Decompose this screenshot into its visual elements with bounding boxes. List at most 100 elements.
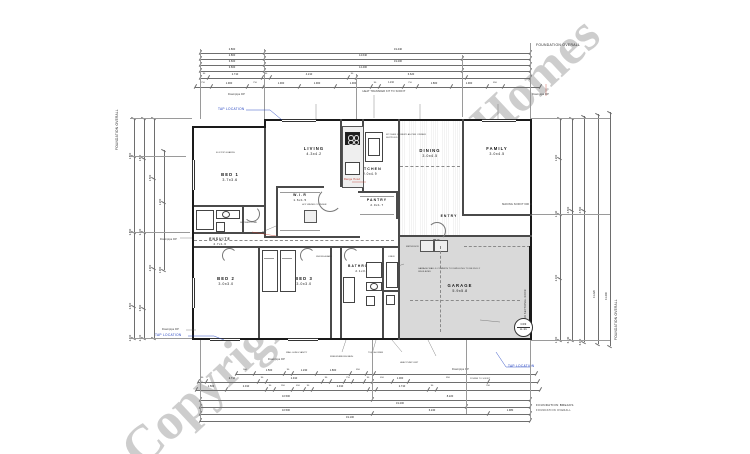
detail-tag-top: C03	[520, 322, 527, 327]
dim-chain-right-4: 11.220	[593, 112, 601, 347]
kitchen-sink	[345, 162, 360, 175]
room-garage-dims: 5.9x5.8	[452, 288, 468, 293]
wall-corridor-bottom	[194, 246, 398, 248]
room-entry: ENTRY	[434, 214, 464, 218]
robe-rail-1	[264, 258, 274, 259]
washing-machine	[434, 240, 448, 252]
wall-garage-left	[398, 235, 400, 340]
note-smoke-alarm: SMOKE ALARM	[316, 256, 332, 258]
ceiling-line-corridor	[194, 240, 394, 241]
ceiling-line-family	[464, 246, 530, 247]
room-bed3: BED 3 3.0x3.0	[278, 276, 330, 286]
pantry-shelf-2	[360, 214, 394, 215]
dim-chain-top-5: 90 2.710 90 4.210 90 6.620	[198, 73, 533, 81]
label-foundation-overall-top: FOUNDATION OVERALL	[536, 43, 581, 47]
room-family: FAMILY 3.0x4.5	[468, 146, 526, 156]
room-wir-name: W.I.R	[293, 193, 307, 197]
room-bed1-dims: 3.7x3.6	[222, 177, 238, 182]
dim-chain-bottom-4: 10.500 8.220	[198, 395, 533, 403]
wir-hotwater-cylinder	[304, 210, 317, 223]
door-swing-entry	[428, 222, 446, 240]
window-family	[482, 119, 516, 122]
tap-location-label-bottom-right[interactable]: TAP LOCATION	[508, 364, 535, 368]
floor-garage	[398, 235, 532, 340]
note-hot-water: HOT WATER CYLINDER	[302, 204, 327, 206]
room-bed3-name: BED 3	[295, 276, 313, 281]
door-swing-bathroom	[344, 248, 359, 263]
dim-chain-bottom-7: 19.100	[198, 416, 533, 424]
garage-sectional-door	[529, 246, 532, 332]
detail-reference-tag[interactable]: C03 A-11	[514, 318, 533, 337]
robe-rail-2	[282, 258, 292, 259]
wall-ensuite-bottom	[194, 232, 264, 234]
wall-family-left	[462, 119, 464, 215]
wall-family-bottom	[462, 214, 532, 216]
wall-bed2-right	[258, 246, 260, 338]
wall-bed1-bottom	[194, 205, 264, 207]
note-garage-insulation: GARAGE WALLS COMMON TO DWELLING TO BE FU…	[418, 268, 481, 273]
tap-location-label-bottom-left[interactable]: TAP LOCATION	[155, 333, 182, 337]
ensuite-basin-icon	[222, 211, 230, 218]
note-shower-dome: SHOWER DOME	[240, 222, 258, 224]
note-kitchen-joinery: KITCHEN JOINERY AS PER OWNER SUPPLIED	[386, 134, 426, 139]
dim-chain-top-6: 710 1.900 710 1.900 1.900 1.900 90 1.210…	[193, 82, 543, 90]
wall-kitchen-left	[340, 119, 342, 187]
dim-chain-right-3: 4.590 6.330	[579, 114, 587, 345]
room-bathroom-name: BATHROOM	[348, 264, 376, 268]
detail-tag-bottom: A-11	[520, 327, 527, 332]
wall-bathroom-left	[340, 246, 342, 338]
note-making-soffit: MAKING SOFFIT 600 H	[502, 203, 532, 206]
wall-wir-top	[276, 186, 324, 188]
wall-ensuite-right	[242, 206, 244, 232]
note-downpipe-3: Downpipe DP	[160, 238, 177, 241]
dim-chain-left-2: 1.830 3.600 3.690 2.400	[139, 116, 147, 341]
room-bed3-dims: 3.0x3.0	[296, 281, 312, 286]
wall-wir-left	[276, 186, 278, 236]
wall-exterior-bottom	[192, 338, 532, 341]
door-swing-bed1	[244, 206, 260, 222]
note-heat-transfer: HEAT TRANSFER KIT TO SOFFIT	[362, 90, 406, 93]
wc-pan	[386, 295, 395, 305]
dim-chain-bottom-2: 90 2.710 90 2.910 90 710 90 610 1.000 81…	[196, 377, 541, 385]
note-stop-guards: 60 STOP GUARDS	[216, 152, 235, 154]
wall-exterior-left	[192, 126, 195, 340]
wall-bathroom-right	[382, 246, 384, 338]
kitchen-island-inner	[368, 138, 380, 156]
pantry-shelf-1	[360, 196, 394, 197]
note-downpipe-2: Downpipe DP	[532, 93, 549, 96]
room-entry-name: ENTRY	[440, 214, 458, 218]
dim-chain-left-3: 1.500 2.900	[149, 116, 157, 341]
dim-chain-bottom-5: 19.200	[198, 402, 533, 410]
ensuite-shower	[196, 210, 214, 230]
room-bed1-name: BED 1	[221, 172, 239, 177]
room-bed2: BED 2 3.0x3.0	[200, 276, 252, 286]
room-kitchen-dims: 2.0x4.9	[363, 171, 377, 176]
wall-dining-left	[398, 119, 400, 237]
wall-wc-divider	[382, 290, 398, 292]
garage-sweep-2	[410, 300, 520, 301]
room-living-name: LIVING	[303, 146, 325, 151]
room-bathroom: BATHROOM 2.1x3.0	[340, 264, 384, 273]
tap-location-label-top[interactable]: TAP LOCATION	[218, 107, 245, 111]
window-bed3-bottom	[288, 338, 318, 341]
bathroom-shower	[366, 262, 382, 278]
note-freestanding-bath: FREESTANDING BATH	[330, 356, 354, 358]
room-living: LIVING 4.3x4.2	[286, 146, 342, 156]
room-ensuite: ENSUITE 2.7x1.6	[198, 237, 242, 246]
garage-sweep-1	[440, 246, 441, 332]
dim-chain-bottom-3: 1.500 2.010 90 910 610 90 2.910 2.710 90…	[194, 385, 543, 393]
note-power-to-soffit: POWER TO SOFFIT	[470, 378, 491, 380]
dim-chain-bottom-6: 10.500 6.240 1.980	[198, 409, 533, 417]
note-tile-shower: TILE SHOWER	[368, 352, 384, 354]
door-swing-living	[318, 188, 342, 212]
room-wir-dims: 1.6x1.5	[293, 197, 307, 202]
hatch-entry-paving	[398, 119, 462, 235]
room-kitchen-name: KITCHEN	[358, 167, 382, 171]
wall-step-top-left	[264, 119, 267, 128]
note-downpipe-1: Downpipe DP	[228, 93, 245, 96]
window-bed2-bottom	[210, 338, 240, 341]
wir-shelf-2	[280, 230, 320, 231]
cooktop-icon	[345, 132, 360, 145]
